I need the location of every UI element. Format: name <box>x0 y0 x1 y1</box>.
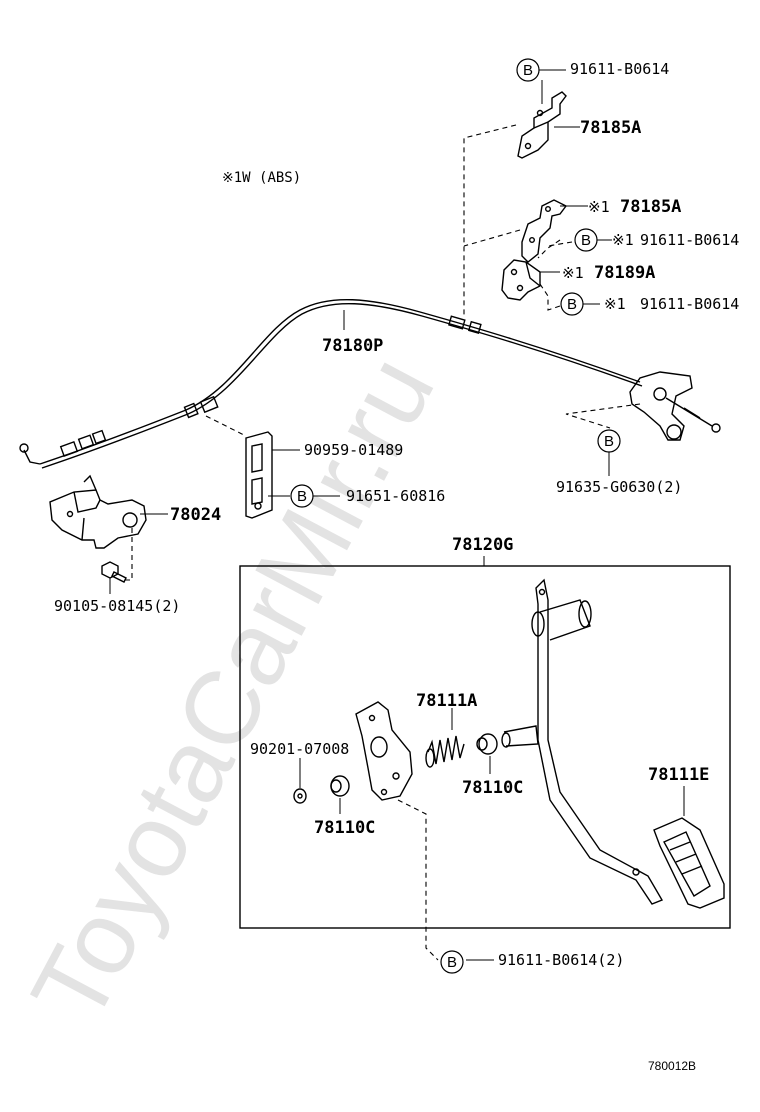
label-78111a: 78111A <box>416 691 477 711</box>
throttle-link-assembly <box>629 371 721 441</box>
bushing-78110c-right <box>476 733 498 755</box>
callout-b-top: B <box>516 58 540 82</box>
svg-text:B: B <box>581 232 591 249</box>
bolt-90105 <box>101 561 127 583</box>
callout-b-91635: B <box>597 429 621 453</box>
bracket-78189a <box>501 259 541 301</box>
label-78111e: 78111E <box>648 765 709 785</box>
svg-text:B: B <box>523 62 533 79</box>
label-78189a: 78189A <box>594 263 655 283</box>
accelerator-pedal-arm <box>501 578 664 905</box>
pedal-assembly-frame <box>239 565 731 929</box>
callout-b-abs-1: B <box>574 228 598 252</box>
label-91635-g0630: 91635-G0630(2) <box>556 478 682 496</box>
svg-text:B: B <box>297 488 307 505</box>
label-91611-b0614-abs-1: 91611-B0614 <box>640 231 739 249</box>
cable-clip-90959 <box>245 431 273 519</box>
bushing-78110c-left <box>330 775 350 797</box>
spring-78111a <box>425 735 465 768</box>
bracket-78024 <box>49 474 147 549</box>
svg-text:B: B <box>604 433 614 450</box>
label-78024: 78024 <box>170 505 221 525</box>
label-abs-mark-4: ※1 <box>604 295 626 313</box>
abs-note: ※1W (ABS) <box>222 170 301 186</box>
label-78110c-left: 78110C <box>314 818 375 838</box>
diagram-code: 780012B <box>648 1059 696 1073</box>
label-78180p: 78180P <box>322 336 383 356</box>
label-91611-b0614-abs-2: 91611-B0614 <box>640 295 739 313</box>
pedal-pad-78111e <box>653 817 725 909</box>
label-78110c-right: 78110C <box>462 778 523 798</box>
label-91611-b0614-bottom: 91611-B0614(2) <box>498 951 624 969</box>
label-abs-mark-3: ※1 <box>562 264 584 282</box>
label-abs-mark-1: ※1 <box>588 198 610 216</box>
label-90201-07008: 90201-07008 <box>250 740 349 758</box>
bracket-78185a-abs <box>521 199 568 263</box>
callout-b-bottom: B <box>440 950 464 974</box>
label-90105-08145: 90105-08145(2) <box>54 597 180 615</box>
label-90959-01489: 90959-01489 <box>304 441 403 459</box>
label-78185a-abs: 78185A <box>620 197 681 217</box>
accelerator-cable-78180p <box>19 298 643 469</box>
bracket-78185a-top <box>517 91 567 159</box>
label-abs-mark-2: ※1 <box>612 231 634 249</box>
svg-text:B: B <box>567 296 577 313</box>
label-91611-b0614-top: 91611-B0614 <box>570 60 669 78</box>
callout-b-abs-2: B <box>560 292 584 316</box>
callout-b-91651: B <box>290 484 314 508</box>
label-78185a-top: 78185A <box>580 118 641 138</box>
pedal-lever-plate <box>355 701 413 801</box>
washer-90201 <box>293 788 307 804</box>
label-91651-60816: 91651-60816 <box>346 487 445 505</box>
label-78120g: 78120G <box>452 535 513 555</box>
svg-text:B: B <box>447 954 457 971</box>
